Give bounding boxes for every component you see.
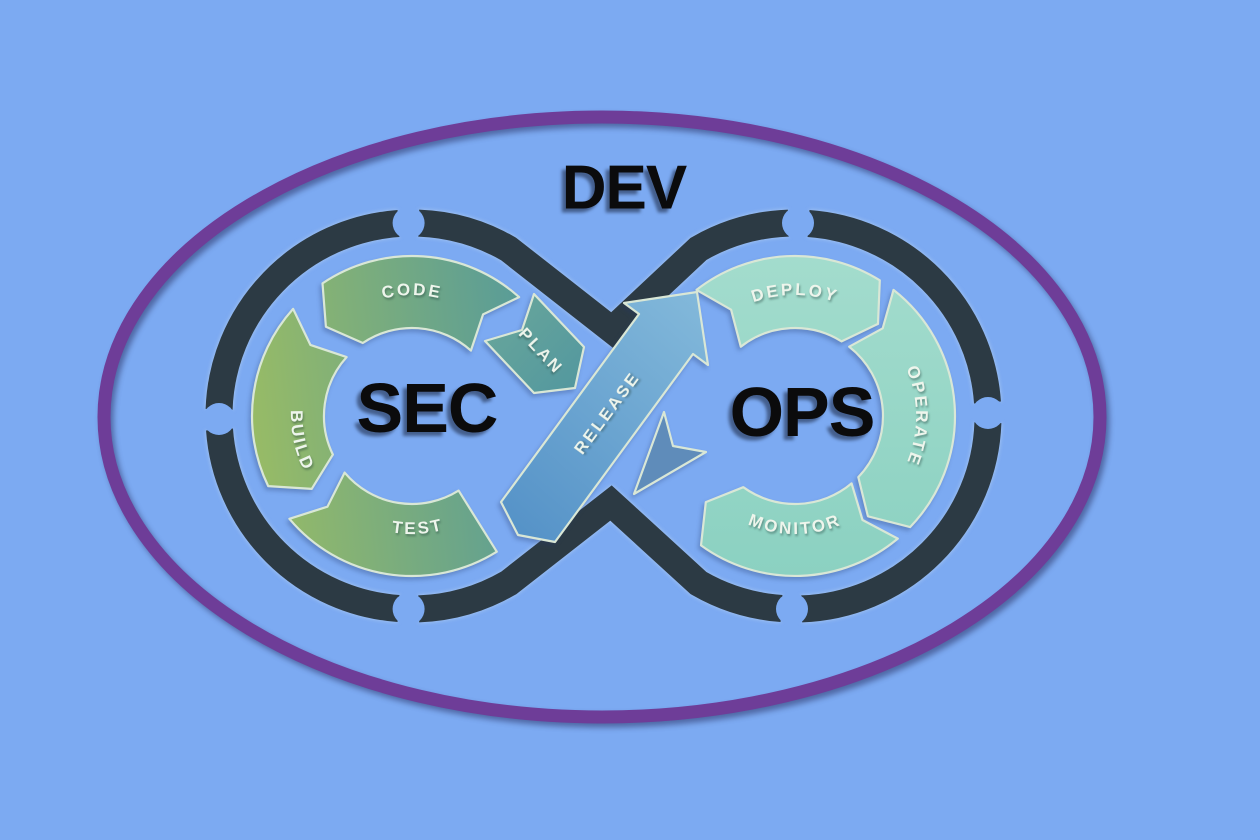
stage-segment-test — [288, 471, 498, 578]
dark-arc-top-right — [807, 210, 1001, 404]
stage-segment-build — [250, 307, 348, 490]
notch-right-bottom — [776, 593, 808, 625]
notch-left-west — [203, 403, 235, 435]
release-ribbon — [499, 290, 710, 544]
stage-segment-code — [321, 254, 521, 352]
ops-label: OPS — [730, 373, 875, 451]
notch-left-bottom — [392, 593, 425, 625]
infinity-loop-dark-ribbon — [205, 209, 1002, 623]
dark-arc-bottom-left — [206, 428, 400, 622]
stage-segment-monitor — [699, 482, 899, 578]
outer-ellipse — [97, 110, 1107, 724]
stage-segment-plan — [483, 292, 586, 395]
cross-return-arrow — [632, 410, 708, 496]
notch-right-east — [972, 397, 1004, 429]
sec-label: SEC — [357, 369, 498, 447]
notch-right-top — [782, 207, 814, 239]
infinity-cross-top — [417, 209, 790, 348]
stage-label-test: TEST — [391, 515, 445, 538]
notch-left-top — [392, 207, 425, 239]
dark-arc-top-left — [205, 210, 400, 410]
infinity-cross-bottom — [417, 485, 783, 623]
stage-segment-deploy — [695, 254, 881, 348]
dark-arc-bottom-right — [801, 422, 1002, 623]
ribbon-gap-notches — [203, 207, 1004, 625]
dev-stage-ring — [250, 254, 586, 578]
dev-label: DEV — [562, 154, 687, 223]
ops-stage-ring — [695, 254, 957, 578]
stage-segment-operate — [848, 288, 957, 529]
